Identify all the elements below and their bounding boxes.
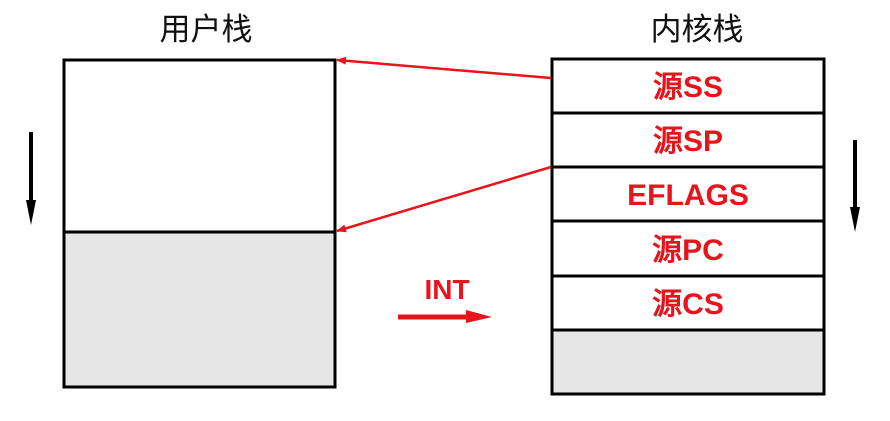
sp-pointer-arrow <box>336 165 552 233</box>
cell-saved-ss: 源SS <box>653 71 723 104</box>
kernel-stack-growth-arrow-icon <box>850 140 860 232</box>
kernel-stack-title: 内核栈 <box>651 12 744 48</box>
int-label: INT <box>424 274 469 305</box>
user-stack-used-region <box>62 230 337 389</box>
cell-saved-cs: 源CS <box>652 288 724 321</box>
cell-saved-sp: 源SP <box>653 125 723 158</box>
user-stack-growth-arrow-icon <box>26 132 36 225</box>
cell-eflags: EFLAGS <box>627 179 749 212</box>
kernel-stack-used-region <box>550 328 826 396</box>
kernel-stack: 源SS 源SP EFLAGS 源PC 源CS <box>550 57 826 396</box>
user-stack-free-region <box>62 58 337 234</box>
ss-pointer-arrow <box>336 56 552 80</box>
kernel-stack-cell <box>550 274 826 332</box>
user-stack-title: 用户栈 <box>160 12 253 48</box>
kernel-stack-cell <box>550 111 826 169</box>
cell-saved-pc: 源PC <box>652 234 724 267</box>
int-arrow-icon <box>398 310 492 323</box>
